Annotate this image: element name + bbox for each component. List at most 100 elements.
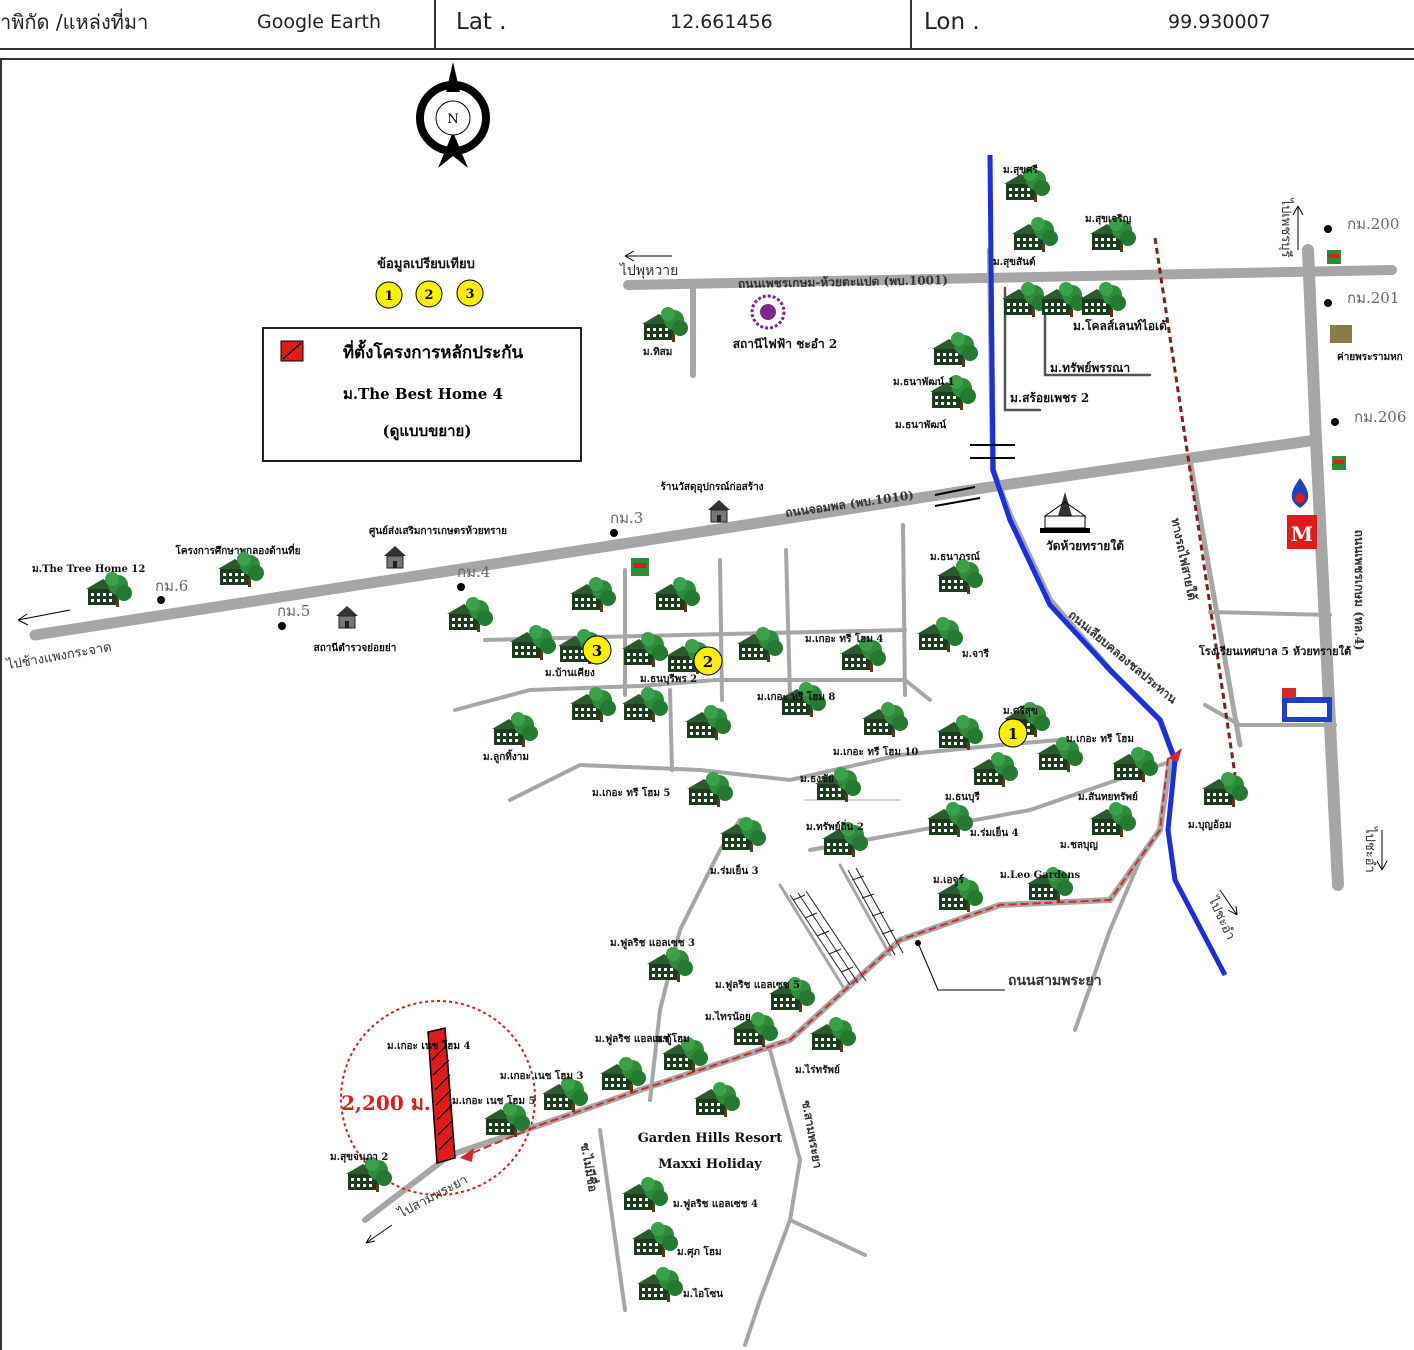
marker-2-label: 2 [424,288,433,303]
village-label: ม.ฟูลริช แอลเซช [595,1033,670,1046]
village-label: ม.ทิสม [643,346,672,358]
village-label: ม.ธนบุรีพร 2 [640,673,697,685]
irrigation-canal [987,154,1228,977]
school-project-label: โครงการศึกษาพกลองด้านที่ย [174,543,300,557]
store-icon: M [1287,515,1317,549]
bridge-icon [934,444,1015,507]
distance-label: 2,200 ม. [341,1091,431,1115]
coordinate-header: าพิกัด /แหล่งที่มา Google Earth Lat . 12… [0,0,1414,50]
camp-icon [1330,325,1352,343]
village-label: ม.ธงชัย [800,773,834,785]
garden-hills-label: Garden Hills Resort [638,1131,783,1146]
lon-label: Lon . [924,9,980,35]
village-label: ม.ทรัพย์พรรณา [1050,361,1130,375]
village-label: ม.สุขศรี [1003,164,1038,176]
village-label: ม.เกอะ เนช โฮม 5 [452,1094,535,1107]
village-label: ม.ทรัพย์ถิ่น 2 [806,819,864,833]
village-label: ม.ธนบุรี [945,791,980,803]
marker-1-label: 1 [384,289,393,304]
subdivision-grid [789,867,904,986]
village-label: ม.ศรีสุข [1003,705,1038,717]
km-200: กม.200 [1347,215,1399,233]
map-frame [0,58,1414,1350]
village-label: ม.สุขจนภา 2 [330,1152,388,1163]
village-label: ม.สันทยทรัพย์ [1078,791,1138,803]
village-label: ม.ลูกทิ้งาม [483,749,529,764]
temple-icon [1040,492,1090,533]
railway-line [1153,237,1237,776]
village-label: ม.เกอะ ทรี โฮม 10 [833,745,918,758]
map-marker-1: 1 [1008,725,1018,743]
camp-label: ค่ายพระรามหก [1337,351,1403,363]
village-label: ม.Leo Gardens [1000,870,1081,881]
comparison-markers: 1 2 3 [375,279,484,309]
road-label-lane-sampraya: ซ.สามพระยา [799,1099,825,1169]
map-marker-3: 3 [592,642,602,660]
road-label-canal: ถนนเลียบคลองชลประทาน [1066,608,1181,707]
route-to-site [459,757,1169,1159]
village-label: ม.ฟูลริช แอลเซช 5 [715,979,800,992]
comparison-map-markers: 1 2 3 [582,635,1028,748]
village-label: ม.เกอะ ทรี โฮม 8 [757,690,835,703]
road-label-phetkasem: ถนนเพชรเกษม (ทล.4) [1352,530,1366,651]
dir-chang-ptj: ไปช้างแพงกระจาด [5,639,113,673]
maxxi-label: Maxxi Holiday [658,1157,762,1172]
km-6: กม.6 [155,577,188,595]
village-label: ม.เกอะ ทรี โฮม 4 [805,632,883,645]
project-site-icon [427,1027,456,1164]
police-label: สถานีตำรวจย่อยย่า [314,642,397,654]
marker-3-label: 3 [465,287,474,302]
village-label: ม.เกอะ ทรี โฮม 5 [592,786,670,799]
village-label: ม.ธนาพัฒน์ [895,419,946,431]
gas-station-icon [1291,478,1309,508]
lat-value: 12.661456 [670,11,773,33]
village-label: ม.ไทรน้อย [705,1010,751,1023]
village-label: ม.โคลส์เลนท์ไอเด้ [1073,318,1167,333]
road-phetkasem [1302,244,1344,891]
village-label: ม.ร่มเย็น 4 [970,825,1019,839]
compass-letter: N [447,112,458,127]
village-label: ม.เกอะ เนช โฮม 4 [387,1039,470,1052]
legend-box: ที่ตั้งโครงการหลักประกัน ม.The Best Home… [262,327,582,462]
village-label: ม.ฟูลริช แอลเซช 3 [610,937,695,950]
power-station-icon [750,294,786,330]
village-label: ม.ไร่ทรัพย์ [795,1063,840,1076]
power-station-label: สถานีไฟฟ้า ชะอำ 2 [733,336,838,351]
legend-project: ม.The Best Home 4 [343,385,503,403]
legend-note: (ดูแบบขยาย) [383,422,472,441]
route-arrowhead-icon [460,1148,474,1162]
map-marker-2: 2 [703,653,713,671]
km-4: กม.4 [457,563,490,581]
village-label: ม.ชลบุญ [1060,840,1098,851]
village-label: ม.ไอโซน [683,1287,723,1300]
seven-eleven-icon [631,250,1346,576]
hardware-label: ร้านวัสดุอุปกรณ์ก่อสร้าง [660,481,763,493]
village-label: ม.ศุภ โฮม [677,1245,722,1258]
header-divider [910,0,912,50]
dir-cha-am-canal: ไปชะอำ [1204,893,1238,942]
lat-label: Lat . [456,9,507,35]
radius-circle [340,1000,536,1196]
village-label: ม.จารี [962,648,990,660]
village-label: ม.The Tree Home 12 [32,564,145,575]
km-5: กม.5 [277,602,310,620]
header-divider [434,0,436,50]
village-label: ม.ฟูลริช แอลเซช 4 [673,1198,758,1211]
km-3: กม.3 [610,509,643,527]
road-label-railway: ทางรถไฟสายใต้ [1168,517,1200,602]
legend-item: ที่ตั้งโครงการหลักประกัน [343,339,524,363]
road-label-sampraya: ถนนสามพระยา [1008,973,1102,989]
dir-sampraya: ไปสามพระยา [395,1172,471,1222]
road-pb1001 [623,265,1397,290]
source-label: าพิกัด /แหล่งที่มา [0,10,149,34]
road-label-lane-noname: ซ.ไม่มีชื่อ [578,1141,602,1193]
village-label: ม.สุขเจริญ [1085,213,1132,225]
north-arrow-icon: N [416,62,490,168]
village-label: ม.บุญอ้อม [1188,819,1232,831]
dir-petchaburi: ไปเพชรบุรี [1278,198,1294,258]
village-label: ม.ตู้โฮม [655,1032,690,1046]
village-label: ม.ธนาภรณ์ [930,551,981,563]
km-206: กม.206 [1354,408,1406,426]
village-label: ม.เอจูร์ [933,874,964,887]
